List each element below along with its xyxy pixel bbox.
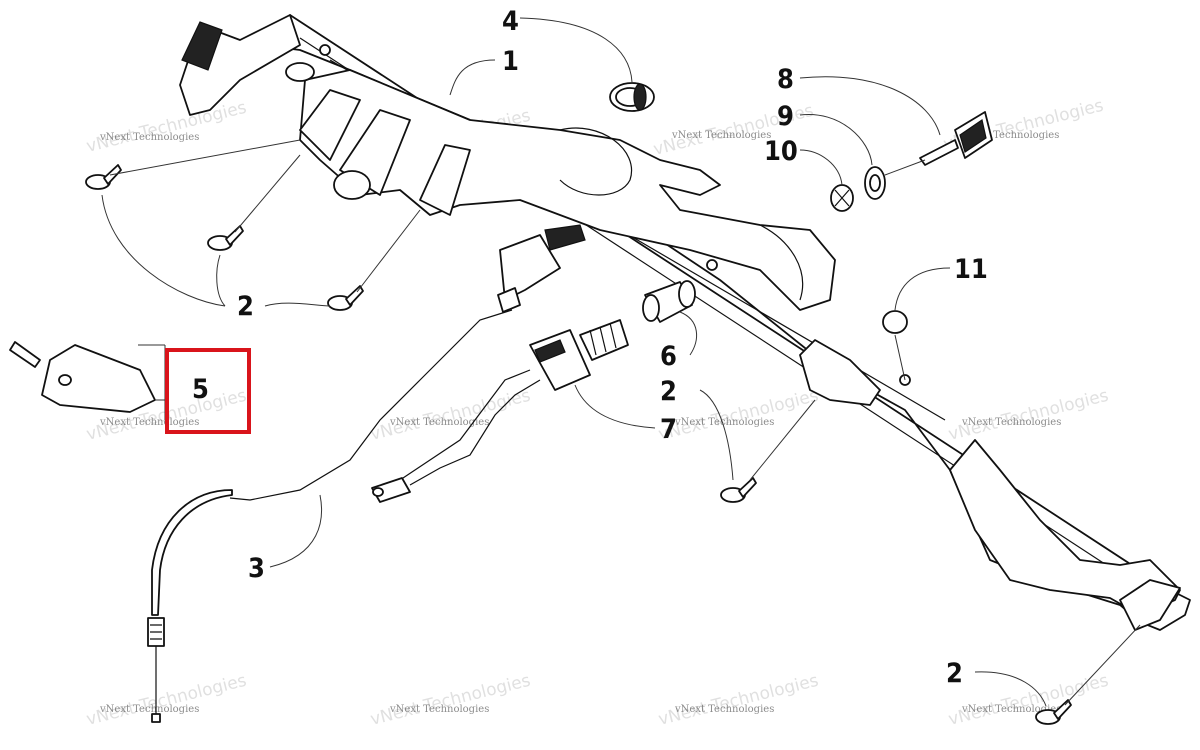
callout-2: 2: [946, 658, 963, 689]
ignition-key: [919, 111, 993, 166]
ignition-switch: [371, 319, 629, 503]
bushing: [642, 280, 696, 323]
bracket-with-pin: [9, 341, 168, 420]
screw: [85, 164, 122, 190]
watermark: vNext Technologies: [389, 417, 489, 428]
watermark: vNext Technologies: [959, 130, 1059, 141]
choke-switch: [497, 224, 586, 313]
callout-1: 1: [502, 46, 519, 77]
watermark: vNext Technologies: [84, 98, 248, 157]
watermark: vNext Technologies: [946, 671, 1110, 730]
console-housing: [179, 14, 1191, 631]
watermark: vNext Technologies: [674, 704, 774, 715]
throttle-cable: [147, 309, 513, 723]
callout-6: 6: [660, 341, 677, 372]
callout-2: 2: [237, 291, 254, 322]
watermark: vNext Technologies: [961, 704, 1061, 715]
screw: [1035, 699, 1072, 725]
watermark: vNext Technologies: [99, 132, 199, 143]
watermark: vNext Technologies: [99, 704, 199, 715]
callout-11: 11: [954, 254, 988, 285]
callout-2: 2: [660, 376, 677, 407]
watermark: vNext Technologies: [99, 417, 199, 428]
watermark: vNext Technologies: [84, 671, 248, 730]
watermark: vNext Technologies: [946, 386, 1110, 445]
watermark: vNext Technologies: [961, 417, 1061, 428]
callouts: 1 2 2 2 3 4 5 6 7 8 9 10 11: [192, 6, 988, 689]
callout-leaders: [101, 17, 1047, 707]
watermark: vNext Technologies: [368, 386, 532, 445]
watermark: vNext Technologies: [674, 417, 774, 428]
watermark: vNext Technologies: [671, 130, 771, 141]
callout-3: 3: [248, 553, 265, 584]
callout-9: 9: [777, 101, 794, 132]
watermark: vNext Technologies: [656, 671, 820, 730]
key-plate: [830, 184, 854, 212]
ring-nut: [609, 82, 655, 112]
callout-7: 7: [660, 414, 677, 445]
screw: [327, 285, 364, 311]
watermark: vNext Technologies: [368, 671, 532, 730]
key-washer: [864, 166, 886, 200]
callout-4: 4: [502, 6, 519, 37]
callout-10: 10: [764, 136, 798, 167]
callout-8: 8: [777, 64, 794, 95]
callout-5: 5: [192, 374, 209, 405]
watermark: vNext Technologies: [656, 386, 820, 445]
highlight-box: [165, 348, 251, 434]
plug: [882, 310, 908, 381]
screw: [207, 225, 244, 251]
screw: [720, 477, 757, 503]
watermark: vNext Technologies: [389, 704, 489, 715]
